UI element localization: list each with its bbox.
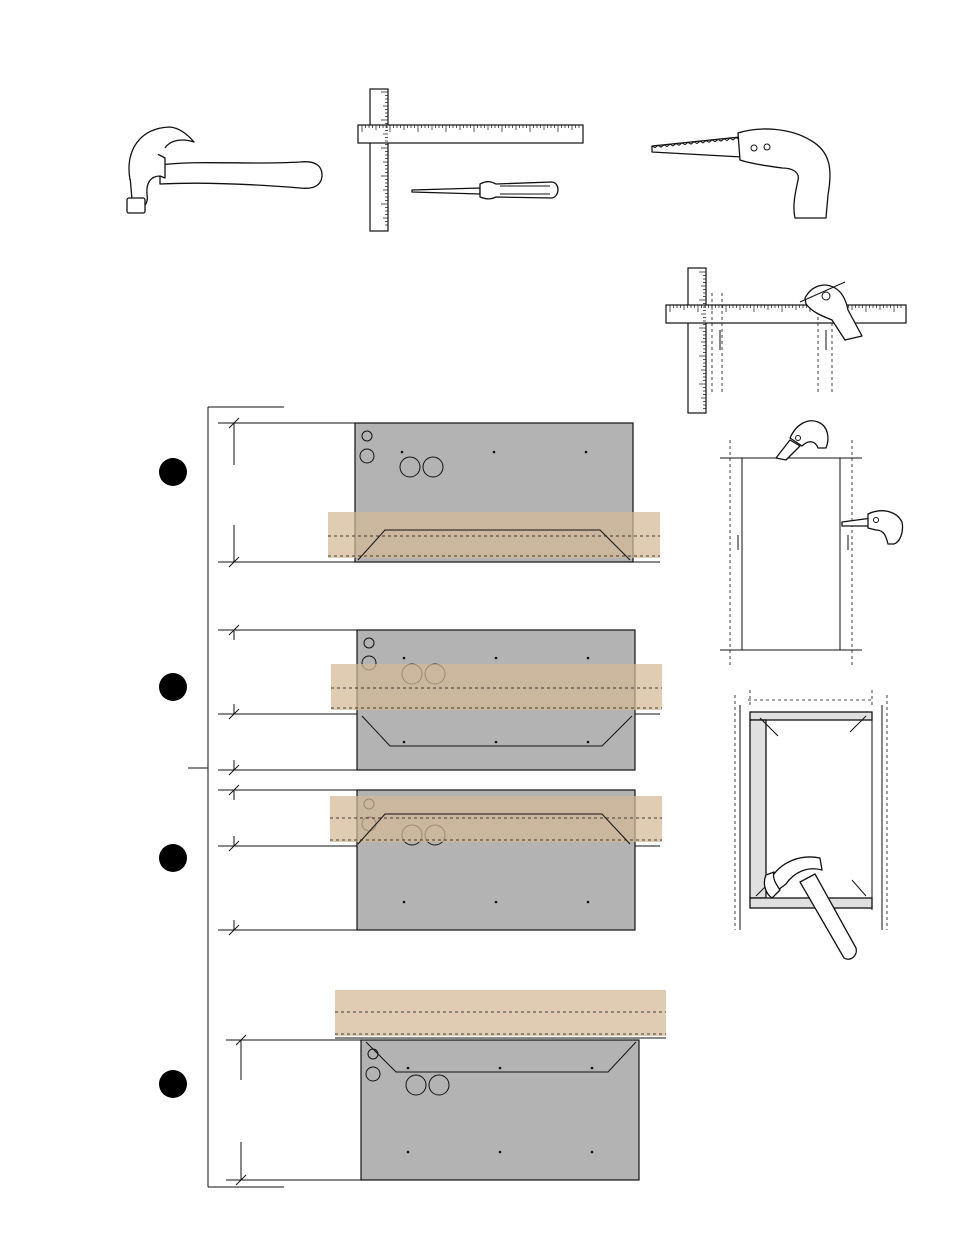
- keyhole-saw-icon: [776, 421, 828, 460]
- step-2-marker: [159, 673, 187, 701]
- step-4-marker: [159, 1070, 187, 1098]
- step-1-panel: [218, 418, 660, 567]
- step-1-marker: [159, 458, 187, 486]
- step-bracket: [188, 407, 284, 1187]
- step-2-panel: [218, 625, 662, 775]
- screwdriver-icon: [412, 182, 558, 199]
- step-3-marker: [159, 844, 187, 872]
- marking-square-illustration: [666, 268, 906, 413]
- keyhole-saw-icon: [652, 129, 830, 218]
- cut-opening-illustration: [720, 421, 903, 665]
- keyhole-saw-icon: [842, 511, 903, 544]
- step-3-panel: [218, 785, 662, 935]
- carpenter-square-icon: [358, 89, 583, 231]
- hammer-icon: [127, 127, 322, 213]
- nailing-frame-illustration: [735, 690, 887, 959]
- step-4-panel: [226, 990, 666, 1185]
